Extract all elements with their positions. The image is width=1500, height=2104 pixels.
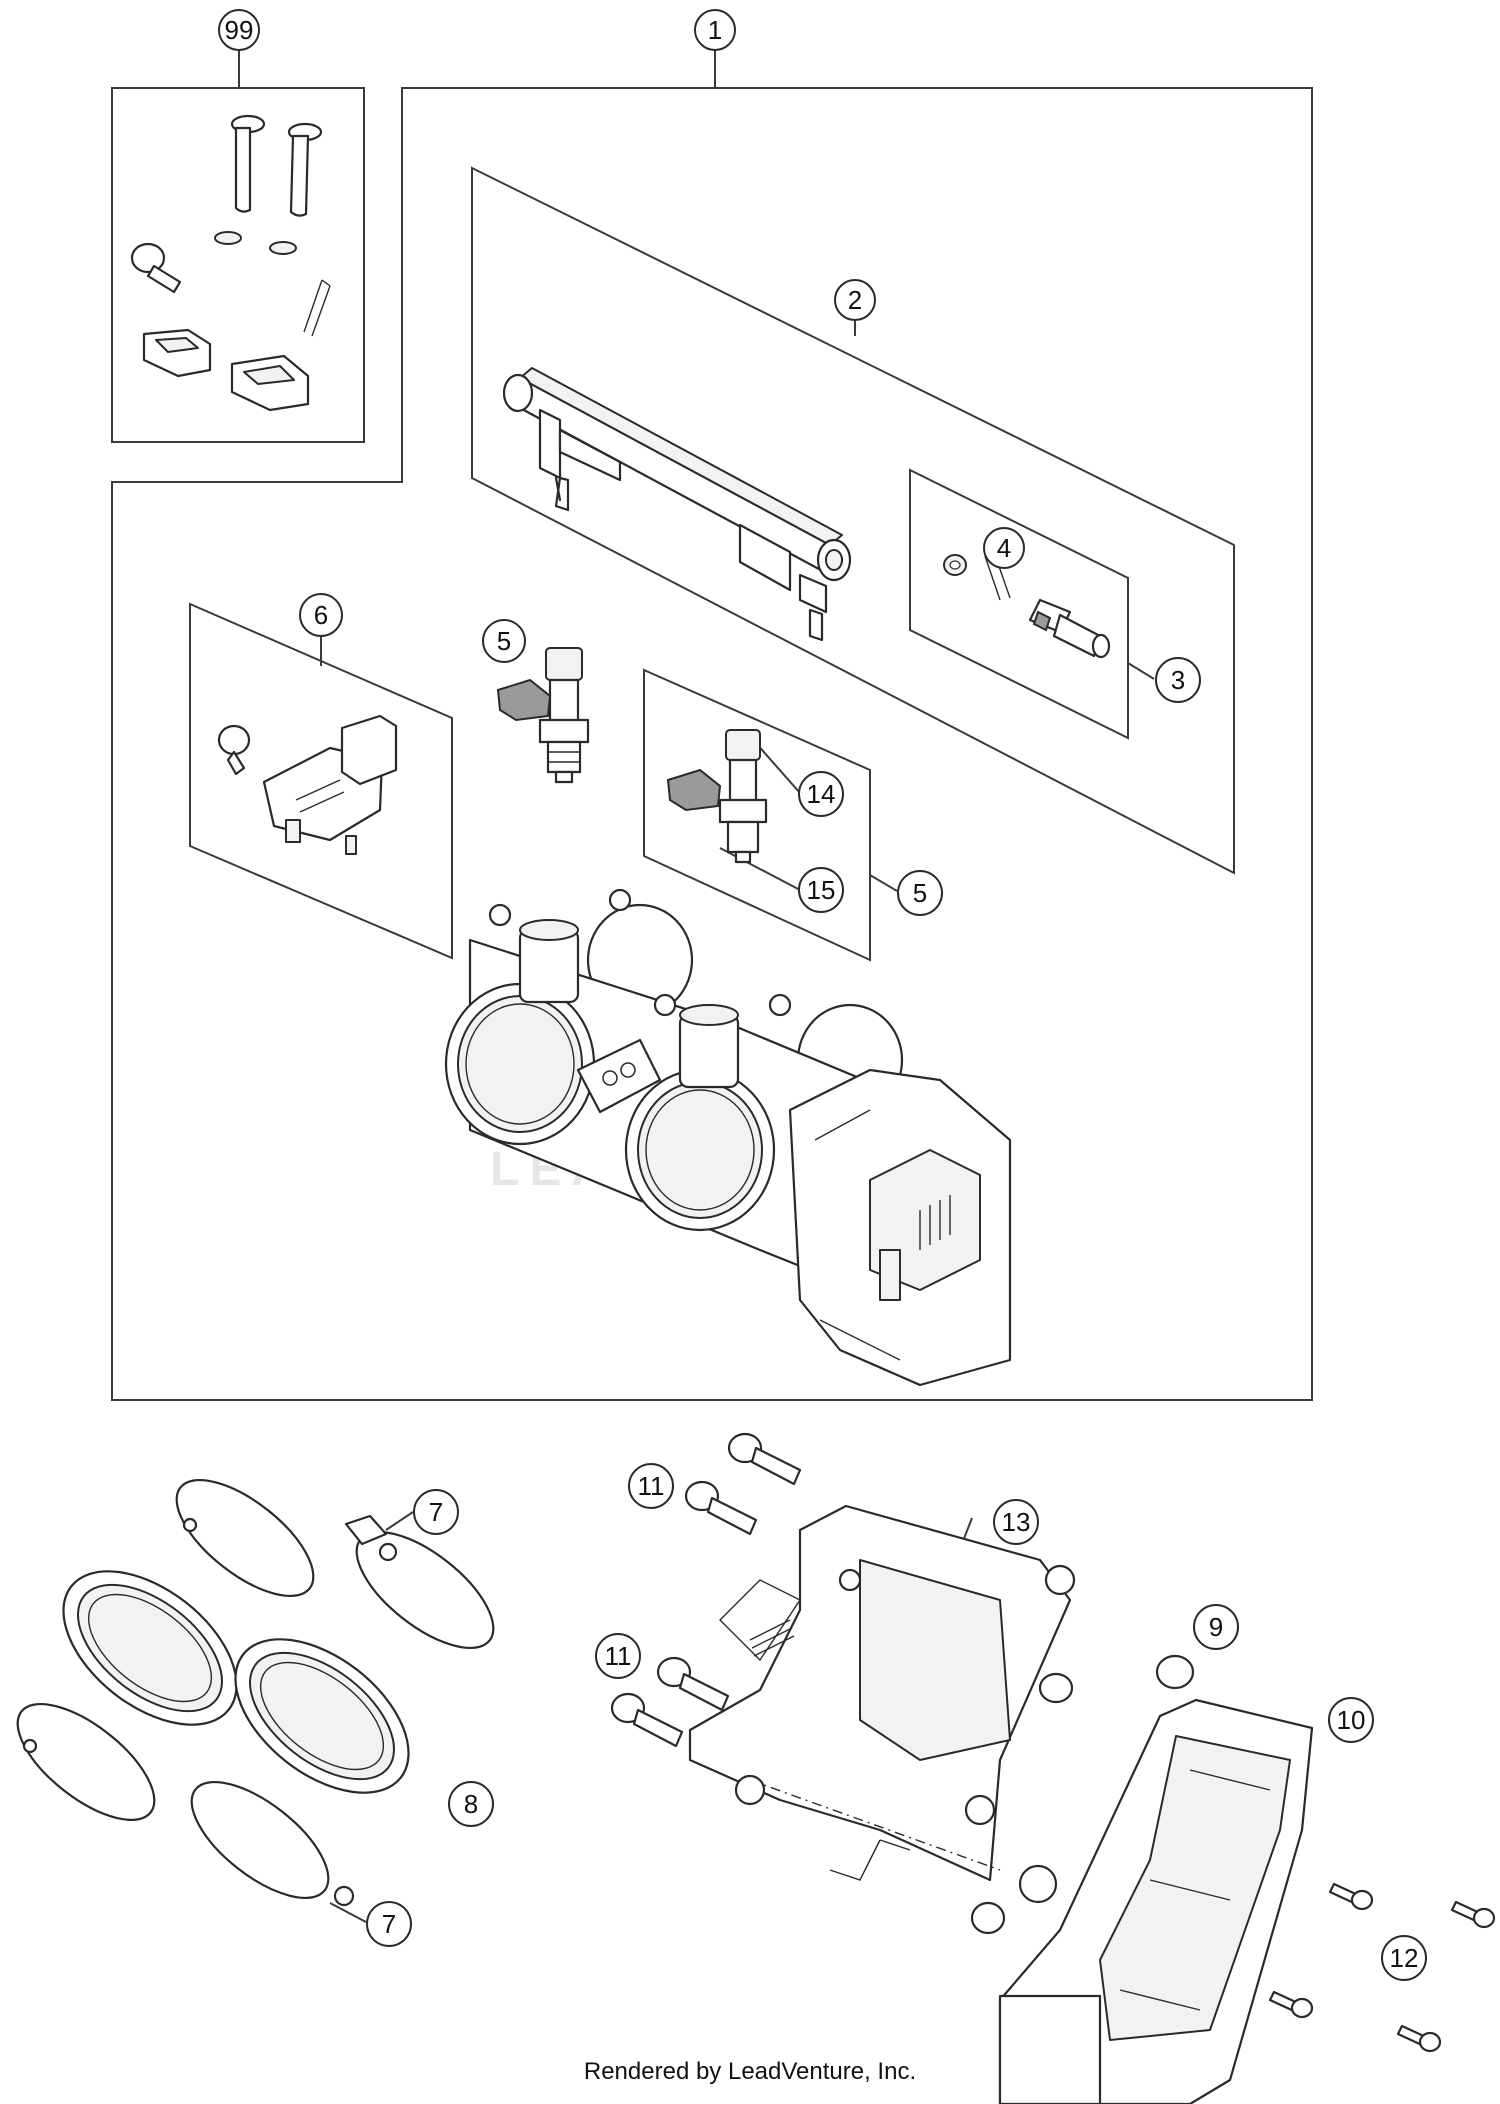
callout-6[interactable]: 6 <box>299 593 343 637</box>
render-credit: Rendered by LeadVenture, Inc. <box>583 2058 917 2085</box>
callout-2[interactable]: 2 <box>834 279 876 321</box>
frame-rail-fitting-3 <box>909 468 1129 740</box>
callout-8[interactable]: 8 <box>448 1781 494 1827</box>
svg-text:11: 11 <box>638 1471 665 1501</box>
svg-text:10: 10 <box>1337 1705 1366 1735</box>
fuel-injector-kit <box>666 729 768 864</box>
callout-11-upper[interactable]: 11 <box>628 1463 674 1509</box>
callout-99[interactable]: 99 <box>218 9 260 51</box>
svg-text:7: 7 <box>429 1497 443 1527</box>
callout-12[interactable]: 12 <box>1381 1935 1427 1981</box>
svg-text:2: 2 <box>848 285 862 315</box>
svg-text:15: 15 <box>807 875 836 905</box>
callout-7-lower[interactable]: 7 <box>366 1901 412 1947</box>
svg-text:11: 11 <box>605 1641 632 1671</box>
fuel-rail <box>502 367 852 642</box>
svg-text:12: 12 <box>1390 1943 1419 1973</box>
svg-text:5: 5 <box>913 878 927 908</box>
svg-text:14: 14 <box>807 779 836 809</box>
callout-10[interactable]: 10 <box>1328 1697 1374 1743</box>
callout-11-lower[interactable]: 11 <box>595 1633 641 1679</box>
fuel-injector-loose <box>496 647 590 784</box>
callout-3[interactable]: 3 <box>1155 657 1201 703</box>
callout-13[interactable]: 13 <box>993 1499 1039 1545</box>
svg-text:6: 6 <box>314 600 328 630</box>
bushings-9 <box>970 1654 1195 1935</box>
svg-text:1: 1 <box>708 15 722 45</box>
svg-text:13: 13 <box>1002 1507 1031 1537</box>
actuator-cover <box>998 1698 1314 2104</box>
callout-14[interactable]: 14 <box>798 771 844 817</box>
callout-7-upper[interactable]: 7 <box>413 1489 459 1535</box>
kit-99-hardware <box>130 114 331 412</box>
callout-1[interactable]: 1 <box>694 9 736 51</box>
callout-15[interactable]: 15 <box>798 867 844 913</box>
frame-sensor-6 <box>189 602 453 960</box>
frame-assembly-1 <box>111 87 1313 1401</box>
hose-clamps <box>16 1478 495 1907</box>
screws-12 <box>1268 1882 1496 2053</box>
svg-text:8: 8 <box>464 1789 478 1819</box>
fuel-rail-fitting <box>943 551 1111 659</box>
throttle-body <box>444 888 1012 1387</box>
svg-text:4: 4 <box>997 533 1011 563</box>
callout-5-kit[interactable]: 5 <box>897 870 943 916</box>
frame-fuel-rail-2 <box>471 166 1235 875</box>
callout-5-loose[interactable]: 5 <box>482 619 526 663</box>
bolts-11 <box>610 1432 802 1748</box>
actuator-bracket <box>688 1504 1076 1882</box>
svg-text:9: 9 <box>1209 1612 1223 1642</box>
callout-9[interactable]: 9 <box>1193 1604 1239 1650</box>
frame-injector-5 <box>643 668 871 962</box>
intake-rubber-rings <box>62 1570 410 1794</box>
svg-text:7: 7 <box>382 1909 396 1939</box>
map-sensor <box>217 714 398 855</box>
svg-text:5: 5 <box>497 626 511 656</box>
svg-text:3: 3 <box>1171 665 1185 695</box>
svg-text:99: 99 <box>225 15 254 45</box>
callout-4[interactable]: 4 <box>983 527 1025 569</box>
